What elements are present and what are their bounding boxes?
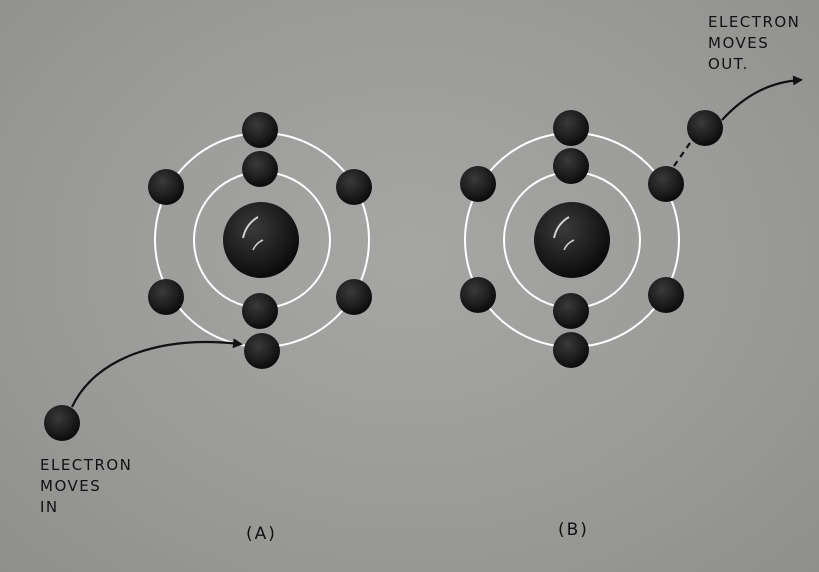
electron-in-label-line: MOVES [40,477,102,495]
electron [553,332,589,368]
electron [242,293,278,329]
electron [336,169,372,205]
electron [242,112,278,148]
electron [336,279,372,315]
electron [553,148,589,184]
electron-out-label-line: OUT. [708,55,749,73]
electron-out-label: ELECTRON MOVES OUT. [708,12,800,75]
electron-out-dashes [673,142,691,167]
electron [460,277,496,313]
electron [648,277,684,313]
electron [148,169,184,205]
electron-in-label: ELECTRON MOVES IN [40,455,132,518]
electron-out-arrow [721,75,803,121]
inner-electrons-a [242,151,278,329]
atom-a [148,112,372,369]
electron-in-arrow [71,338,243,408]
nucleus-b [534,202,610,278]
caption-b: (B) [558,520,589,540]
outer-electrons-a [148,112,372,369]
electron [242,151,278,187]
outer-electrons-b [460,110,684,368]
electron-out-label-line: ELECTRON [708,13,801,31]
electron [553,293,589,329]
electron-in-label-line: ELECTRON [40,456,133,474]
electron [148,279,184,315]
caption-a: (A) [246,524,277,544]
electron [553,110,589,146]
electron-in-label-line: IN [40,498,59,516]
electron-out-label-line: MOVES [708,34,770,52]
electron [648,166,684,202]
electron [244,333,280,369]
incoming-electron [44,405,80,441]
atom-b [460,110,684,368]
outgoing-electron [687,110,723,146]
nucleus-a [223,202,299,278]
inner-electrons-b [553,148,589,329]
electron [460,166,496,202]
